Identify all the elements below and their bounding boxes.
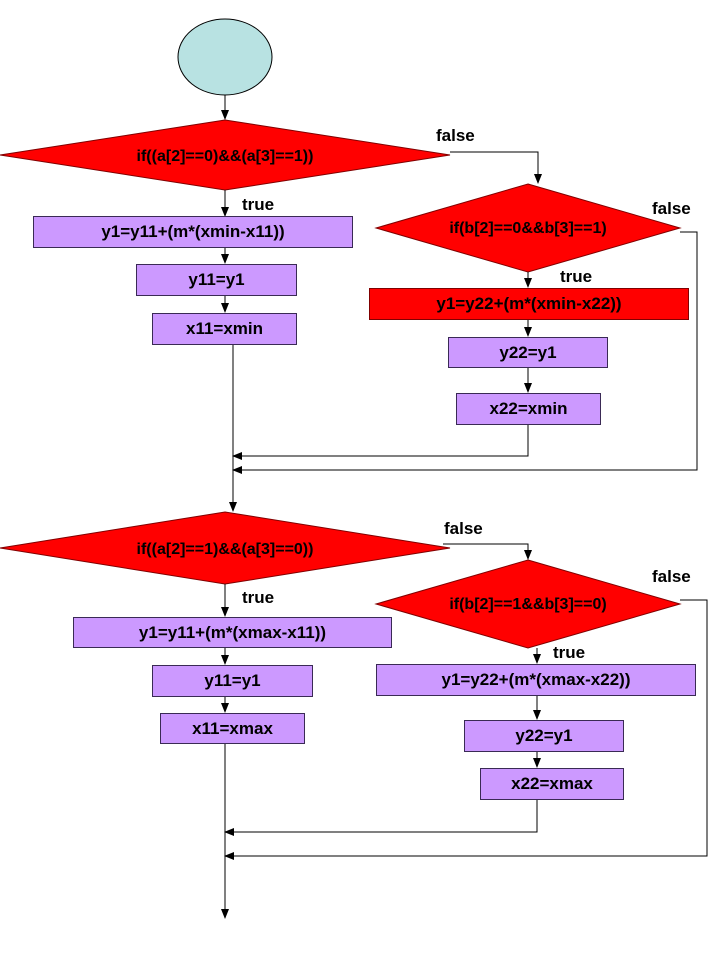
process-p4: y1=y22+(m*(xmin-x22)) xyxy=(369,288,689,320)
process-p5: y22=y1 xyxy=(448,337,608,368)
process-p6: x22=xmin xyxy=(456,393,601,425)
label-d3-true: true xyxy=(242,588,275,607)
process-p2: y11=y1 xyxy=(136,264,297,296)
process-p9: x11=xmax xyxy=(160,713,305,744)
process-p3: x11=xmin xyxy=(152,313,297,345)
decision-1-text: if((a[2]==0)&&(a[3]==1)) xyxy=(136,148,314,165)
decision-3-text: if((a[2]==1)&&(a[3]==0)) xyxy=(136,541,314,558)
label-d4-false: false xyxy=(652,567,691,586)
label-d2-true: true xyxy=(560,267,593,286)
decision-2-text: if(b[2]==0&&b[3]==1) xyxy=(449,220,607,237)
process-p7: y1=y11+(m*(xmax-x11)) xyxy=(73,617,392,648)
process-p8: y11=y1 xyxy=(152,665,313,697)
edge-d4-false xyxy=(224,599,708,860)
decision-4-text: if(b[2]==1&&b[3]==0) xyxy=(449,596,607,613)
label-d1-true: true xyxy=(242,195,275,214)
process-p10: y1=y22+(m*(xmax-x22)) xyxy=(376,664,696,696)
edge-p6-merge xyxy=(232,425,529,460)
process-p1: y1=y11+(m*(xmin-x11)) xyxy=(33,216,353,248)
edge-d2-false xyxy=(232,231,698,474)
start-node xyxy=(177,18,273,96)
process-p12: x22=xmax xyxy=(480,768,624,800)
label-d3-false: false xyxy=(444,519,483,538)
label-d4-true: true xyxy=(553,643,586,662)
label-d1-false: false xyxy=(436,126,475,145)
edge-d3-false xyxy=(443,543,532,560)
decision-4-shape xyxy=(374,559,682,649)
process-p11: y22=y1 xyxy=(464,720,624,752)
label-d2-false: false xyxy=(652,199,691,218)
edge-d1-false xyxy=(450,151,542,184)
edge-p12-merge xyxy=(224,800,538,836)
